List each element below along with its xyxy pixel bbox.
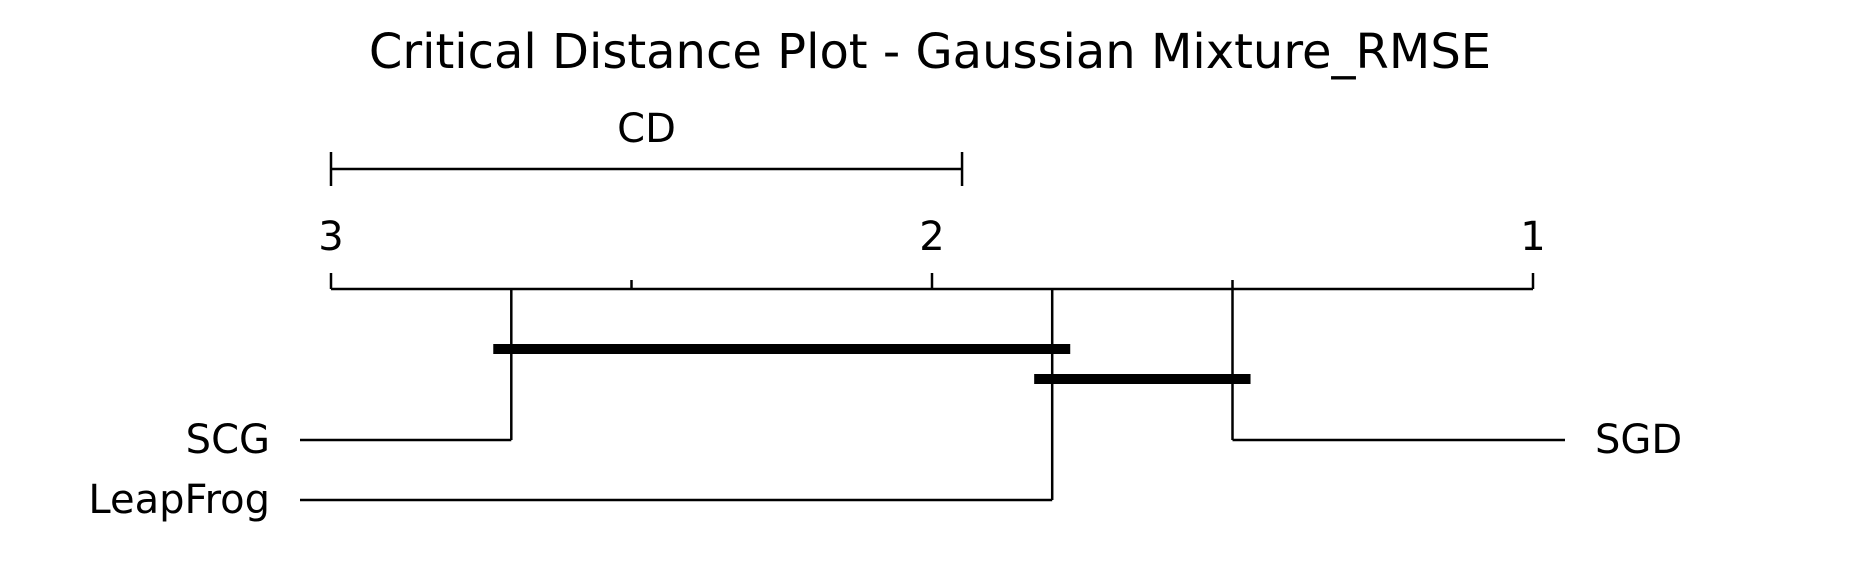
method-label: LeapFrog: [88, 477, 270, 523]
axis-tick-label: 2: [919, 214, 944, 260]
cd-indicator: CD: [329, 106, 964, 186]
cd-label: CD: [617, 106, 676, 152]
rank-axis: 3 2 1: [318, 214, 1546, 291]
method-label: SCG: [186, 417, 270, 463]
axis-tick-label: 3: [318, 214, 343, 260]
method-lines: SCG LeapFrog SGD: [88, 289, 1682, 523]
method-label: SGD: [1595, 417, 1682, 463]
chart-title: Critical Distance Plot - Gaussian Mixtur…: [369, 24, 1491, 80]
clique-bars: [493, 344, 1251, 384]
axis-tick-label: 1: [1520, 214, 1545, 260]
